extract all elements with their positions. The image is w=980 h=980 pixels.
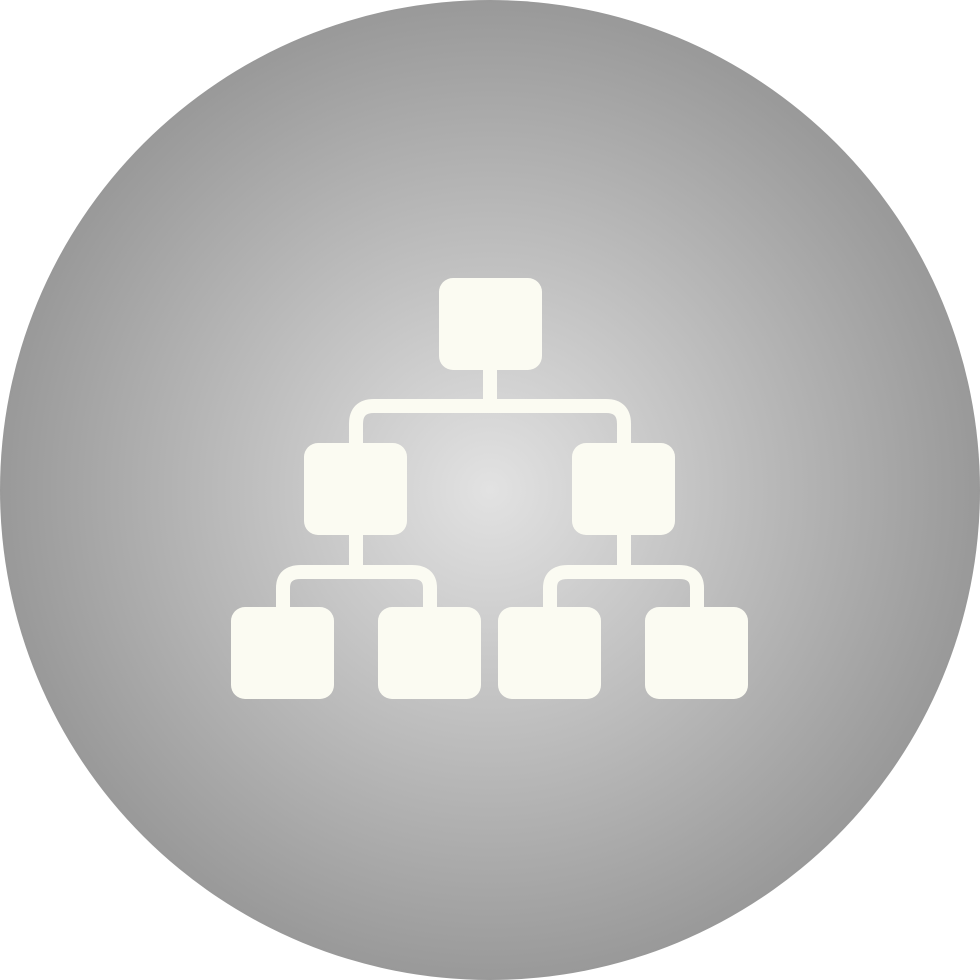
root-node (439, 278, 542, 370)
right-child-node (572, 443, 675, 535)
leaf-node (378, 607, 481, 699)
leaf-node (498, 607, 601, 699)
connector-lines (276, 368, 704, 607)
leaf-node (645, 607, 748, 699)
left-child-node (304, 443, 407, 535)
leaf-node (231, 607, 334, 699)
org-chart-glyph (231, 278, 748, 699)
